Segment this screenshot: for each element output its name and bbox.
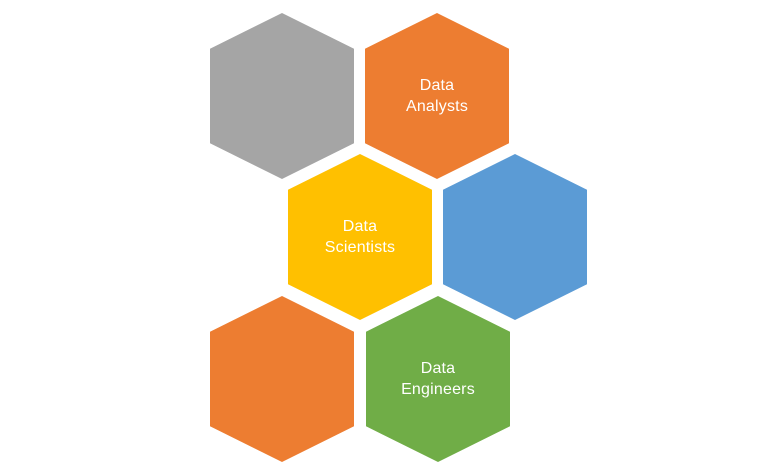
hexagon-data-analysts: Data Analysts	[365, 13, 509, 179]
hexagon-label-data-scientists: Data Scientists	[324, 218, 396, 256]
hexagon-data-engineers: Data Engineers	[366, 296, 510, 462]
hexagon-orange	[210, 296, 354, 462]
hexagon-label-data-engineers: Data Engineers	[401, 360, 475, 398]
hexagon-gray	[210, 13, 354, 179]
hexagon-label-data-analysts: Data Analysts	[405, 77, 469, 115]
hexagon-data-scientists: Data Scientists	[288, 154, 432, 320]
hexagon-blue	[443, 154, 587, 320]
